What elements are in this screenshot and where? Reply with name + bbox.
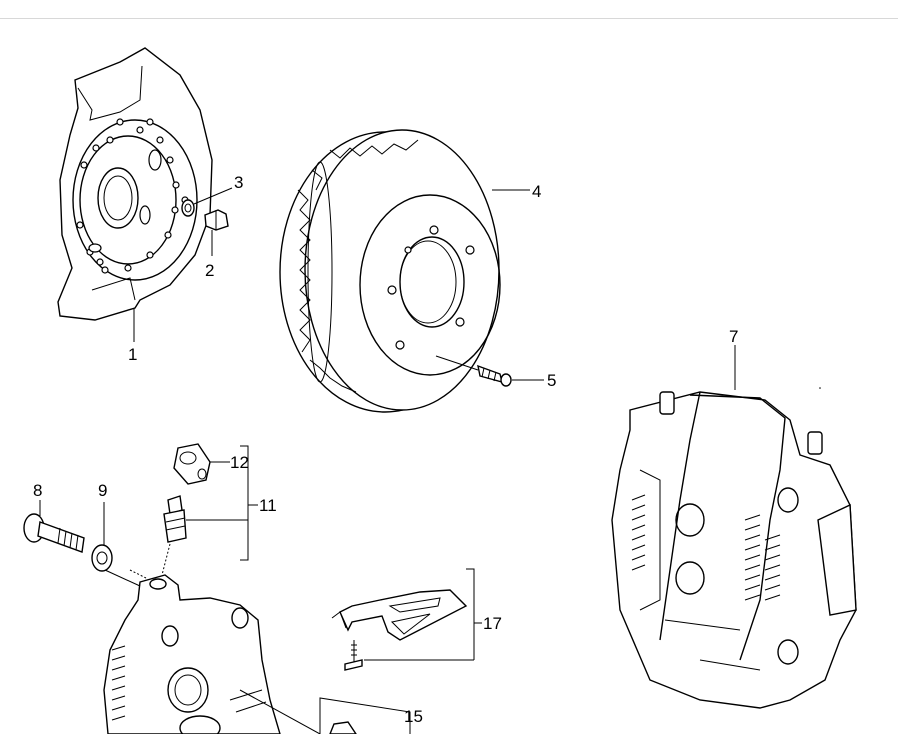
group-bracket-11 [240, 445, 249, 561]
washer-icon [181, 199, 195, 217]
piston-icon [329, 721, 357, 734]
callout-3: 3 [234, 173, 243, 192]
callout-17: 17 [483, 614, 502, 633]
bleeder-valve-icon [163, 495, 187, 543]
callout-2: 2 [205, 261, 214, 280]
guide-lines [129, 387, 821, 579]
spring-screw-icon [344, 640, 363, 671]
long-bolt-icon [23, 513, 85, 553]
callout-9: 9 [98, 481, 107, 500]
bolt-icon [204, 209, 229, 231]
leader-line-15 [239, 689, 321, 734]
brake-disc-icon [279, 129, 501, 413]
cap-icon [173, 443, 211, 485]
callout-4: 4 [532, 182, 541, 201]
brake-caliper-icon [611, 391, 857, 709]
top-divider [0, 18, 898, 19]
callout-7: 7 [729, 327, 738, 346]
caliper-housing-icon [103, 569, 281, 734]
small-washer-icon [91, 544, 113, 572]
group-bracket-15 [319, 697, 411, 734]
callout-11: 11 [259, 496, 277, 515]
callout-15: 15 [404, 707, 423, 726]
leader-line-3 [193, 187, 233, 205]
callout-8: 8 [33, 481, 42, 500]
callout-1: 1 [128, 345, 137, 364]
callout-12: 12 [230, 453, 249, 472]
group-bracket-17 [466, 568, 475, 660]
retaining-spring-icon [331, 589, 468, 641]
screw-icon [435, 355, 512, 387]
callout-5: 5 [547, 371, 556, 390]
splash-shield-icon [57, 47, 213, 321]
